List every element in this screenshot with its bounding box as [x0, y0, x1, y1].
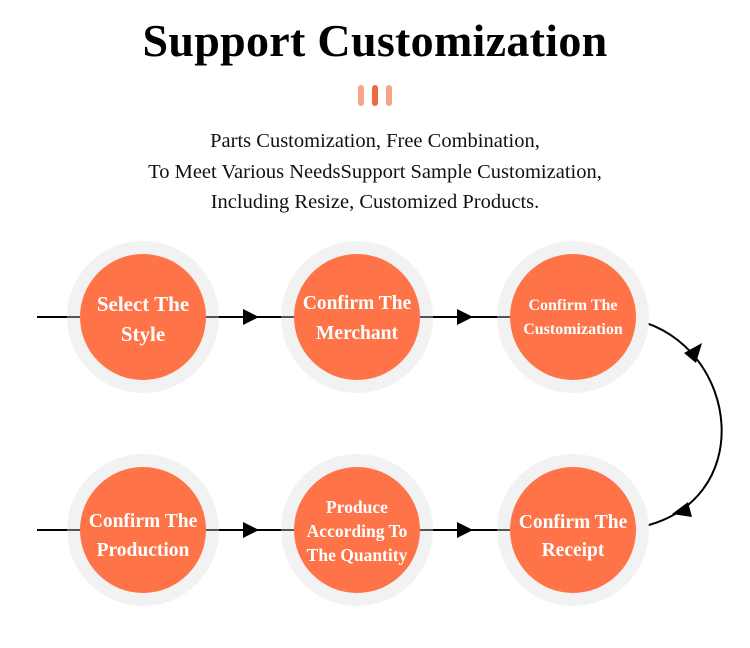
step-label-confirm-production: Confirm The Production: [88, 511, 198, 561]
decorative-divider: [357, 85, 393, 107]
step-label-select-style: Select The Style: [96, 292, 190, 346]
curved-connector: [635, 319, 723, 529]
arrow-icon: [243, 309, 259, 325]
subtitle-line: Including Resize, Customized Products.: [210, 191, 540, 213]
step-node: [281, 241, 433, 393]
arrow-icon: [684, 343, 702, 363]
page-title: Support Customization: [142, 15, 608, 66]
divider-dot: [372, 85, 378, 106]
step-node: [67, 241, 219, 393]
step-label-confirm-merchant: Confirm The Merchant: [302, 293, 412, 344]
subtitle: Parts Customization, Free Combination, T…: [0, 126, 750, 218]
step-node: [281, 454, 433, 606]
step-label-produce-quantity: Produce According To The Quantity: [306, 497, 408, 565]
arrow-icon: [457, 309, 473, 325]
divider-dot: [358, 85, 364, 106]
step-node: [497, 454, 649, 606]
step-label-confirm-customization: Confirm The Customization: [523, 297, 623, 338]
divider-dot: [386, 85, 392, 106]
subtitle-line: Parts Customization, Free Combination,: [210, 130, 540, 152]
step-label-confirm-receipt: Confirm The Receipt: [518, 512, 628, 561]
step-node: [67, 454, 219, 606]
subtitle-line: To Meet Various NeedsSupport Sample Cust…: [148, 160, 602, 183]
arrow-icon: [243, 522, 259, 538]
arrow-icon: [672, 502, 692, 517]
step-node: [497, 241, 649, 393]
arrow-icon: [457, 522, 473, 538]
